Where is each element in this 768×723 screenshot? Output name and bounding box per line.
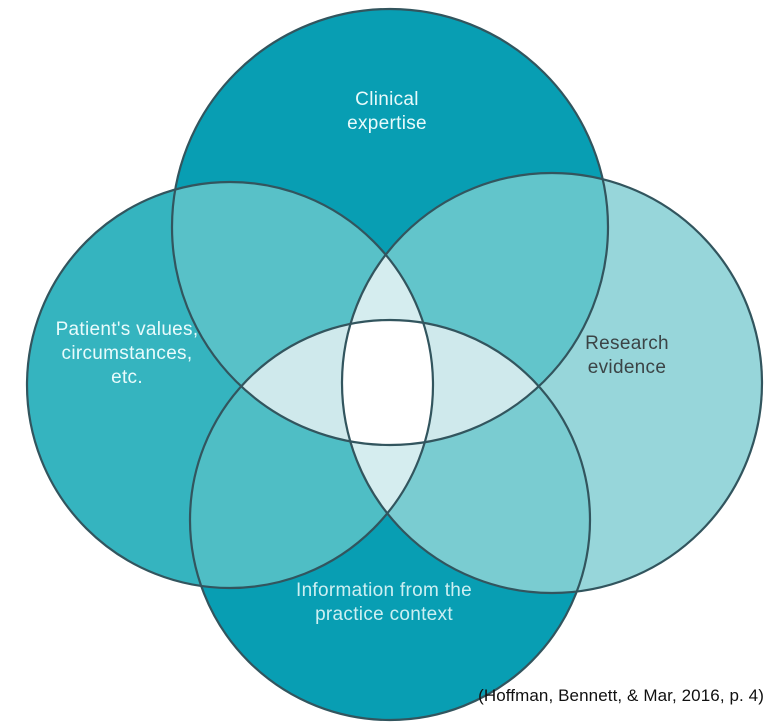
circle-outlines xyxy=(25,7,764,722)
label-clinical-expertise: Clinical expertise xyxy=(347,89,427,134)
outline-clinical xyxy=(170,7,610,447)
citation-text: (Hoffman, Bennett, & Mar, 2016, p. 4) xyxy=(478,686,764,705)
label-research-evidence: Research evidence xyxy=(585,333,669,378)
label-information-practice: Information from the practice context xyxy=(295,580,473,625)
label-patients-values: Patient's values, circumstances, etc. xyxy=(55,319,199,388)
outline-patient xyxy=(25,180,435,590)
outline-practice xyxy=(188,318,592,722)
outline-research xyxy=(340,171,764,595)
